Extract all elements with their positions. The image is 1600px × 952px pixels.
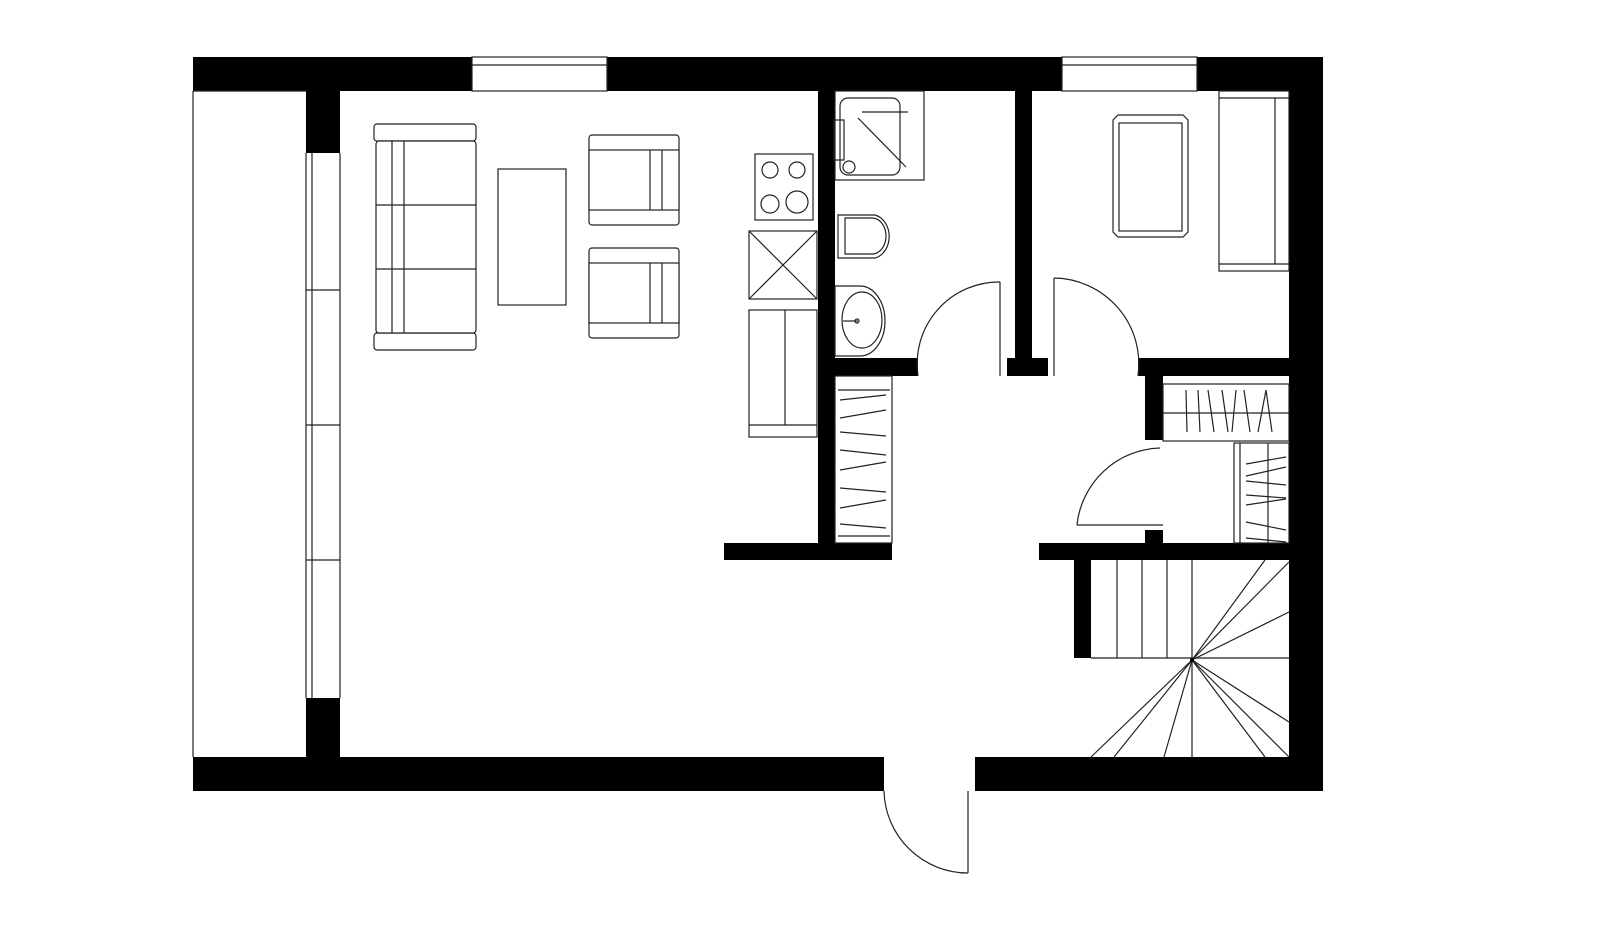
closet-door: [1076, 447, 1163, 526]
staircase: [1090, 559, 1290, 758]
bathroom-door: [916, 281, 1001, 377]
wall-bottom-left: [193, 757, 884, 791]
kitchen-unit: [748, 230, 818, 300]
wall-kitchen-bottom: [724, 543, 892, 560]
wardrobe-bedroom: [1218, 90, 1290, 272]
sofa: [373, 123, 477, 351]
wall-closet-stub: [1145, 530, 1163, 543]
doors: [883, 277, 1163, 874]
wall-bathroom-left: [818, 91, 835, 543]
wall-stair-top: [1039, 543, 1289, 560]
wall-right: [1289, 57, 1323, 791]
coffee-table: [497, 168, 567, 306]
closets: [834, 375, 1290, 544]
armchair-2: [588, 247, 680, 339]
wall-closet-upper: [1145, 376, 1163, 440]
wall-stair: [1074, 560, 1091, 658]
kitchen-counter: [748, 309, 818, 438]
wall-top-left: [193, 57, 472, 91]
pillar-bottom: [306, 698, 340, 757]
wall-door-jamb: [1007, 358, 1048, 376]
bedroom-furniture: [1112, 90, 1290, 272]
window-living: [471, 56, 608, 92]
closet-upper: [1162, 383, 1290, 442]
washbasin: [834, 285, 886, 357]
window-bedroom: [1061, 56, 1198, 92]
wall-bath-bedroom: [1015, 91, 1032, 376]
armchair-1: [588, 134, 680, 226]
bed: [1112, 114, 1189, 238]
living-furniture: [373, 123, 818, 438]
entry-door: [883, 790, 969, 874]
windows: [192, 56, 1198, 757]
bedroom-door: [1053, 277, 1140, 377]
shower: [833, 90, 925, 181]
glazing-left: [305, 153, 341, 698]
cooktop: [754, 153, 814, 221]
closet-hall: [834, 375, 893, 544]
closet-lower: [1233, 442, 1290, 544]
wall-bottom-right: [975, 757, 1323, 791]
wall-top-middle: [607, 57, 1062, 91]
pillar-top: [306, 91, 340, 153]
toilet: [837, 214, 890, 259]
bathroom-fixtures: [833, 90, 925, 357]
wall-bedroom-bottom: [1138, 358, 1289, 376]
wall-bathroom-bottom: [835, 358, 918, 376]
walls: [193, 57, 1323, 791]
